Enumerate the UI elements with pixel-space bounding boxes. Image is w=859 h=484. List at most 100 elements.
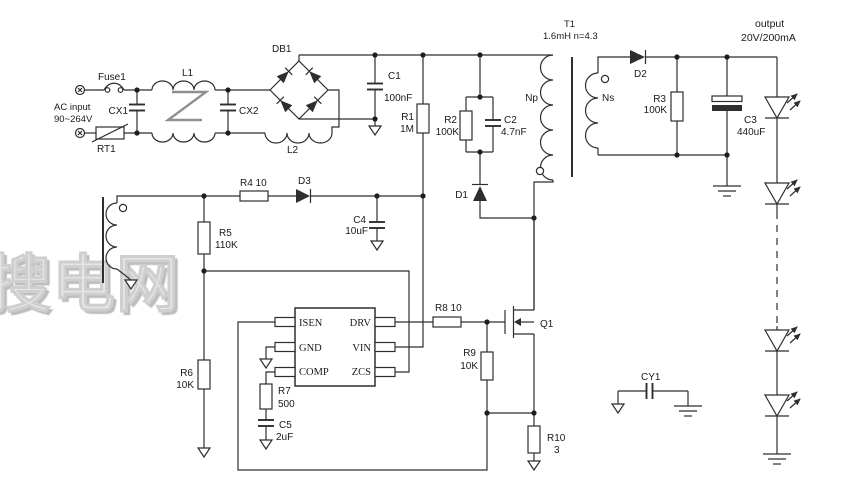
r3-value: 100K	[644, 105, 668, 116]
ground-icon	[259, 358, 273, 369]
d3-diode-icon	[296, 189, 423, 203]
earth-ground-icon	[673, 405, 703, 417]
ac-input-section: AC input 90~264V Fuse1 RT1	[54, 68, 340, 156]
cy1-label: CY1	[641, 372, 661, 383]
c2-capacitor-icon	[485, 97, 501, 152]
r3-label: R3	[653, 94, 666, 105]
r9-resistor-icon	[480, 322, 494, 413]
snubber-network: R2 100K C2 4.7nF D1	[436, 55, 537, 221]
r5-label: R5	[219, 228, 232, 239]
ground-icon	[124, 279, 138, 290]
t1-spec: 1.6mH n=4.3	[543, 31, 598, 42]
mosfet-stage: R8 10 Q1 R9 10K	[395, 218, 566, 471]
ground-icon	[611, 403, 625, 414]
ns-winding-icon	[584, 72, 599, 149]
earth-ground-icon	[712, 185, 742, 197]
np-label: Np	[525, 93, 538, 104]
c3-label: C3	[744, 115, 757, 126]
ground-icon	[370, 240, 384, 251]
pin-isen-label: ISEN	[299, 318, 323, 329]
r2-value: 100K	[436, 127, 460, 138]
d1-label: D1	[455, 190, 468, 201]
r7-value: 500	[278, 399, 295, 410]
rt1-thermistor-icon	[84, 123, 152, 143]
d2-diode-icon	[630, 50, 777, 64]
r6-label: R6	[180, 368, 193, 379]
q1-mosfet-icon	[504, 218, 535, 413]
bridge-rectifier-db1: DB1	[269, 44, 375, 120]
c4-value: 10uF	[345, 226, 368, 237]
c1-label: C1	[388, 71, 401, 82]
led1-icon	[765, 94, 800, 118]
r10-resistor-icon	[527, 413, 541, 471]
pin-gnd-pad	[274, 341, 296, 353]
comp-network	[258, 371, 275, 450]
led2-icon	[765, 180, 800, 204]
transformer-t1: Np Ns T1 1.6mH n=4.3	[525, 19, 630, 310]
l1-choke-icon	[151, 80, 270, 143]
ground-icon	[527, 460, 541, 471]
aux-supply: R4 10 D3 C4 10uF R5	[102, 176, 426, 458]
c4-capacitor-icon	[369, 196, 385, 251]
d1-diode-icon	[472, 152, 534, 219]
r1-resistor-icon	[416, 55, 430, 196]
led-string	[762, 57, 800, 465]
ground-icon	[259, 439, 273, 450]
r2-resistor-icon	[459, 97, 473, 152]
r1-label: R1	[401, 112, 414, 123]
r7-label: R7	[278, 386, 291, 397]
r4-resistor-icon	[239, 190, 296, 202]
controller-ic: ISEN GND COMP DRV VIN ZCS R7 500	[237, 307, 488, 471]
t1-label: T1	[564, 19, 575, 30]
cx2-capacitor-icon	[220, 90, 236, 133]
r2-label: R2	[444, 115, 457, 126]
cx1-label: CX1	[109, 106, 129, 117]
ns-dot-icon	[600, 74, 610, 84]
pin-drv-pad	[374, 316, 396, 328]
fuse1-label: Fuse1	[98, 72, 126, 83]
isen-wire	[237, 321, 488, 471]
c2-label: C2	[504, 115, 517, 126]
cx2-label: CX2	[239, 106, 259, 117]
output-stage: D2 R3 100K C3 440uF output 20V/200	[598, 18, 796, 197]
pin-gnd-label: GND	[299, 343, 322, 354]
aux-winding-icon	[105, 202, 118, 270]
ac-input-label: AC input	[54, 102, 91, 113]
q1-label: Q1	[540, 319, 554, 330]
cx1-capacitor-icon	[129, 90, 145, 133]
c5-label: C5	[279, 420, 292, 431]
ns-label: Ns	[602, 93, 614, 104]
r8-label: R8 10	[435, 303, 462, 314]
r1-value: 1M	[400, 124, 414, 135]
r8-resistor-icon	[432, 316, 462, 328]
c3-capacitor-icon	[711, 57, 743, 155]
vin-wire	[395, 196, 424, 348]
pin-drv-label: DRV	[350, 318, 372, 329]
ground-icon	[197, 447, 211, 458]
r6-resistor-icon	[197, 271, 211, 458]
d2-label: D2	[634, 69, 647, 80]
earth-ground-icon	[762, 453, 792, 465]
r9-value: 10K	[460, 361, 478, 372]
r9-label: R9	[463, 348, 476, 359]
r3-resistor-icon	[670, 57, 684, 155]
watermark: 搜电网	[0, 250, 180, 321]
pin-vin-pad	[374, 341, 396, 353]
l2-label: L2	[287, 145, 299, 156]
r4-label: R4 10	[240, 178, 267, 189]
r7-resistor-icon	[259, 383, 273, 410]
led4-icon	[765, 392, 800, 416]
output-label: output	[755, 18, 784, 30]
c2-value: 4.7nF	[501, 127, 527, 138]
pin-comp-label: COMP	[299, 367, 329, 378]
r6-value: 10K	[176, 380, 194, 391]
pin-zcs-pad	[374, 366, 396, 378]
ac-voltage-label: 90~264V	[54, 114, 93, 125]
r10-label: R10	[547, 433, 566, 444]
dc-bus: C1 100nF R1 1M	[299, 52, 553, 196]
y-capacitor-cy1: CY1	[611, 372, 703, 417]
r5-resistor-icon	[197, 196, 211, 271]
led3-icon	[765, 327, 800, 351]
